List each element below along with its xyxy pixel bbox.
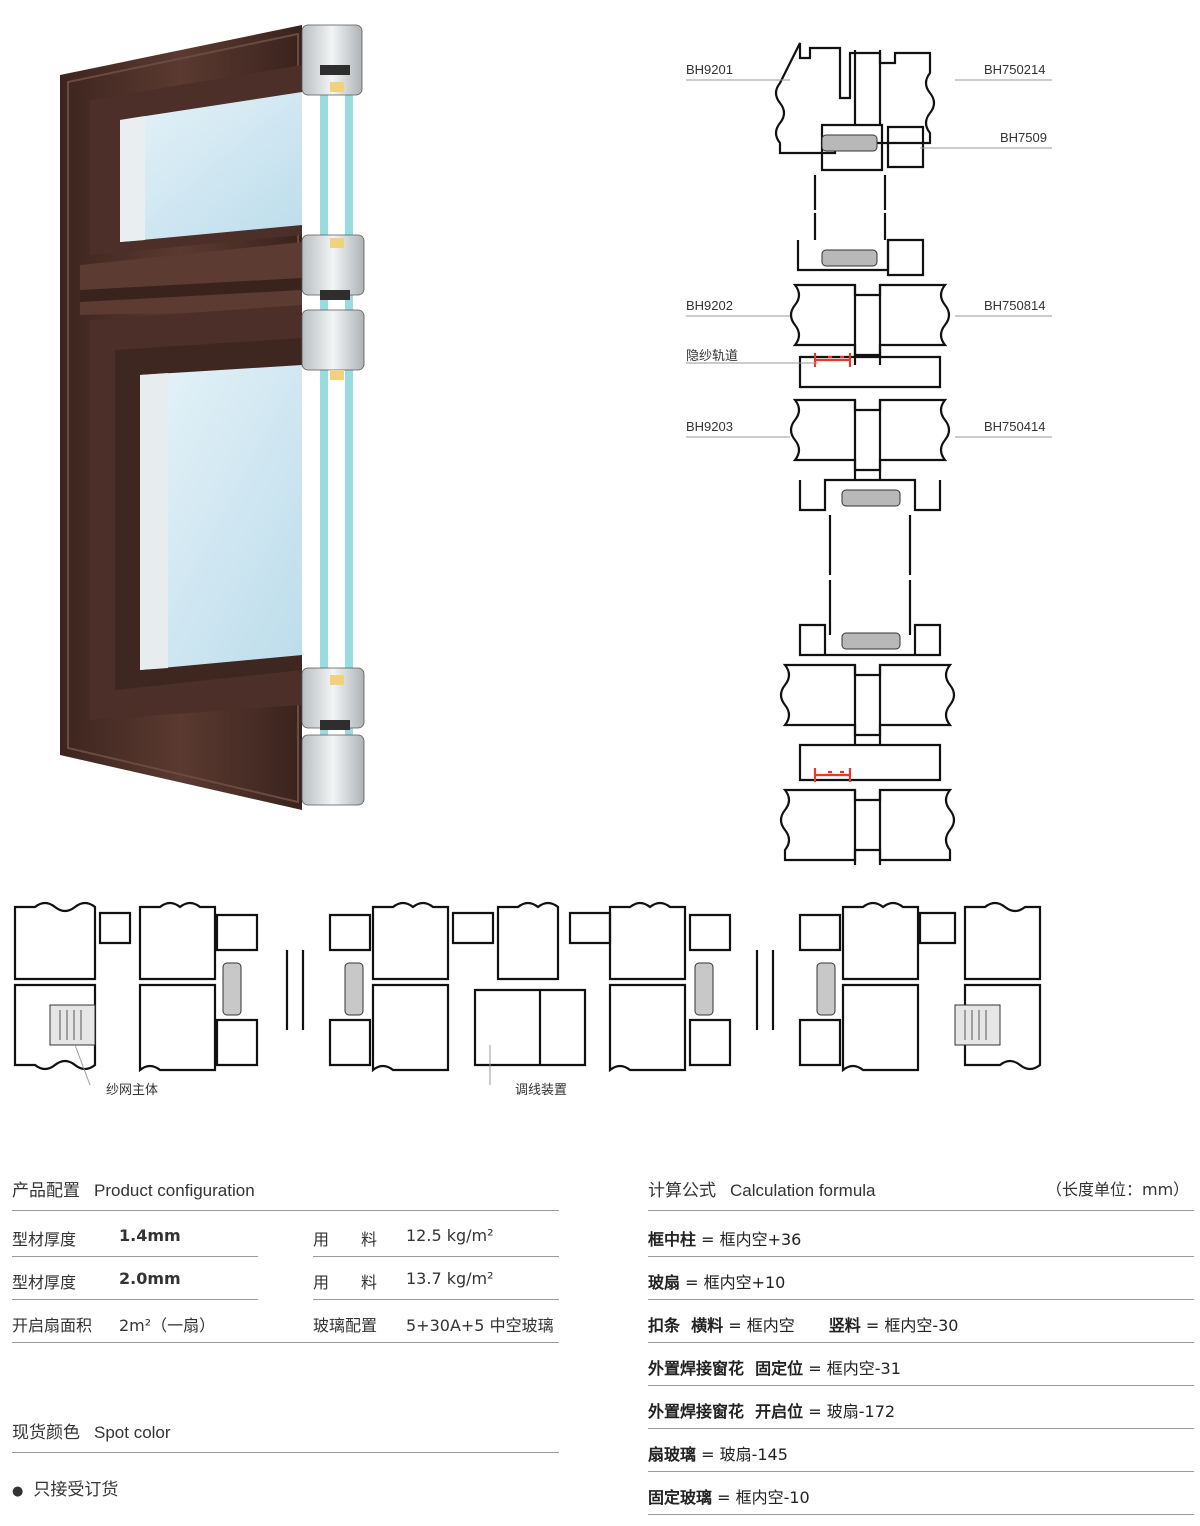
formula-unit: （长度单位：mm） xyxy=(1046,1180,1190,1199)
formula-row-7-term: 固定玻璃 xyxy=(648,1488,713,1507)
formula-title-cn: 计算公式 xyxy=(648,1181,716,1201)
divider xyxy=(648,1385,1194,1386)
divider xyxy=(648,1256,1194,1257)
label-adjust-device: 调线装置 xyxy=(515,1082,568,1097)
divider xyxy=(648,1428,1194,1429)
config-row-1-val2: 12.5 kg/m² xyxy=(406,1226,494,1245)
spot-color-title: 现货颜色 Spot color xyxy=(12,1418,171,1443)
label-bh750214: BH750214 xyxy=(984,62,1046,77)
formula-row-5-expr: = 玻扇-172 xyxy=(803,1402,896,1421)
label-leader-lines xyxy=(686,79,1052,438)
label-bh9202: BH9202 xyxy=(686,298,733,313)
label-bh9203: BH9203 xyxy=(686,419,733,434)
divider xyxy=(313,1256,559,1257)
formula-row-6-expr: = 玻扇-145 xyxy=(696,1445,788,1464)
config-row-2-key1: 型材厚度 xyxy=(12,1273,77,1292)
formula-title-en: Calculation formula xyxy=(730,1181,876,1200)
vertical-section-drawing xyxy=(774,42,956,865)
formula-row-1: 框中柱 = 框内空+36 xyxy=(648,1226,801,1250)
divider xyxy=(648,1342,1194,1343)
config-row-3-val2: 5+30A+5 中空玻璃 xyxy=(406,1316,554,1335)
formula-row-3: 扣条 横料 = 框内空 竖料 = 框内空-30 xyxy=(648,1312,958,1336)
config-row-1-val1: 1.4mm xyxy=(119,1226,181,1245)
divider xyxy=(12,1299,258,1300)
config-row-1-key1: 型材厚度 xyxy=(12,1230,77,1249)
formula-row-2: 玻扇 = 框内空+10 xyxy=(648,1269,785,1293)
config-row-1-key2: 用 料 xyxy=(313,1230,378,1249)
formula-row-4-term: 外置焊接窗花 固定位 xyxy=(648,1359,804,1378)
spot-color-note: ● 只接受订货 xyxy=(12,1475,118,1500)
horizontal-section-drawing xyxy=(13,901,1042,1086)
spot-color-title-cn: 现货颜色 xyxy=(12,1423,80,1443)
formula-row-1-term: 框中柱 xyxy=(648,1230,697,1249)
divider xyxy=(12,1342,559,1343)
spot-color-title-en: Spot color xyxy=(94,1423,171,1442)
formula-row-3-term2: 竖料 xyxy=(828,1316,861,1335)
label-bh9201: BH9201 xyxy=(686,62,733,77)
formula-row-5-term: 外置焊接窗花 开启位 xyxy=(648,1402,804,1421)
config-row-2-key2: 用 料 xyxy=(313,1273,378,1292)
label-hidden-screen-track: 隐纱轨道 xyxy=(686,348,739,363)
formula-row-3-expr: = 框内空 xyxy=(723,1316,795,1335)
divider xyxy=(313,1299,559,1300)
product-config-title-cn: 产品配置 xyxy=(12,1181,80,1201)
label-bh750414: BH750414 xyxy=(984,419,1046,434)
formula-row-7: 固定玻璃 = 框内空-10 xyxy=(648,1484,810,1508)
divider xyxy=(648,1299,1194,1300)
divider xyxy=(648,1514,1194,1515)
product-config-title: 产品配置 Product configuration xyxy=(12,1176,255,1201)
bullet-icon: ● xyxy=(12,1484,24,1499)
label-bh7509: BH7509 xyxy=(1000,130,1047,145)
divider xyxy=(12,1210,559,1211)
formula-title: 计算公式 Calculation formula xyxy=(648,1176,876,1201)
label-bh750814: BH750814 xyxy=(984,298,1046,313)
divider xyxy=(648,1471,1194,1472)
formula-row-2-expr: = 框内空+10 xyxy=(680,1273,786,1292)
formula-row-1-expr: = 框内空+36 xyxy=(696,1230,802,1249)
config-row-2-val1: 2.0mm xyxy=(119,1269,181,1288)
formula-row-5: 外置焊接窗花 开启位 = 玻扇-172 xyxy=(648,1398,895,1422)
divider xyxy=(12,1256,258,1257)
config-row-3-val1: 2m²（一扇） xyxy=(119,1316,216,1335)
config-row-2-val2: 13.7 kg/m² xyxy=(406,1269,494,1288)
window-render xyxy=(60,24,365,810)
formula-row-2-term: 玻扇 xyxy=(648,1273,681,1292)
config-row-3-key1: 开启扇面积 xyxy=(12,1316,93,1335)
formula-row-4-expr: = 框内空-31 xyxy=(803,1359,901,1378)
divider xyxy=(648,1210,1194,1211)
divider xyxy=(12,1452,559,1453)
formula-row-6-term: 扇玻璃 xyxy=(648,1445,697,1464)
config-row-3-key2: 玻璃配置 xyxy=(313,1316,378,1335)
formula-row-6: 扇玻璃 = 玻扇-145 xyxy=(648,1441,788,1465)
product-config-title-en: Product configuration xyxy=(94,1181,255,1200)
formula-row-3-expr2: = 框内空-30 xyxy=(860,1316,959,1335)
formula-row-7-expr: = 框内空-10 xyxy=(712,1488,810,1507)
formula-row-3-term: 扣条 横料 xyxy=(648,1316,724,1335)
formula-row-4: 外置焊接窗花 固定位 = 框内空-31 xyxy=(648,1355,901,1379)
spot-color-note-text: 只接受订货 xyxy=(33,1480,119,1500)
label-screen-body: 纱网主体 xyxy=(106,1082,159,1097)
